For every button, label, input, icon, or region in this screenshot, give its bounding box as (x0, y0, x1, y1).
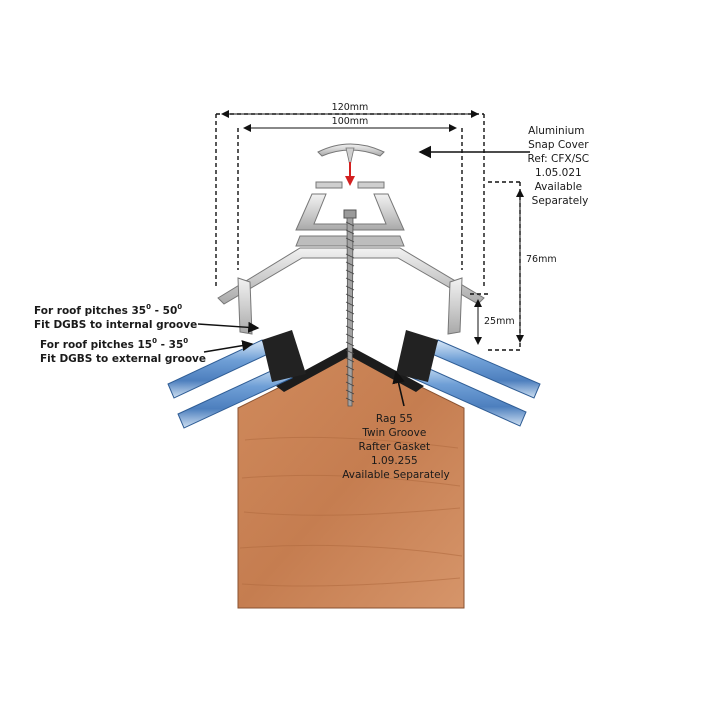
right-glazing (396, 330, 541, 427)
snap-cover-line: Aluminium (528, 125, 584, 137)
dim-25mm-label: 25mm (484, 316, 515, 327)
left-glazing (167, 330, 306, 429)
snap-cover-note: Aluminium Snap Cover Ref: CFX/SC 1.05.02… (528, 125, 593, 207)
dim-76mm-label: 76mm (526, 254, 557, 265)
pitch-upper-middle: - 50 (151, 305, 177, 317)
gasket-callout-arrow (392, 370, 405, 407)
snap-cover (317, 143, 385, 167)
pitch-upper-sup1: 0 (146, 303, 151, 311)
gasket-line: Rafter Gasket (359, 441, 431, 453)
snap-cover-line: Snap Cover (528, 139, 589, 151)
snap-cover-line: Ref: CFX/SC (528, 153, 590, 165)
gasket-line: Rag 55 (376, 413, 413, 425)
pitch-lower-prefix: For roof pitches 15 (40, 339, 152, 351)
fixing-screw (343, 209, 357, 407)
pitch-lower-sup2: 0 (183, 337, 188, 345)
dim-100mm-label: 100mm (332, 116, 369, 127)
dim-120mm-label: 120mm (332, 102, 369, 113)
pitch-upper-prefix: For roof pitches 35 (34, 305, 146, 317)
snap-cover-line: Available (535, 181, 583, 193)
gasket-line: 1.09.255 (371, 455, 418, 467)
pitch-note-upper: For roof pitches 350 - 500 Fit DGBS to i… (34, 300, 197, 331)
pitch-lower-sup1: 0 (152, 337, 157, 345)
pitch-lower-arrow (203, 340, 254, 353)
pitch-upper-line2: Fit DGBS to internal groove (34, 319, 197, 331)
pitch-upper-sup2: 0 (177, 303, 182, 311)
pitch-lower-line2: Fit DGBS to external groove (40, 353, 206, 365)
pitch-note-lower: For roof pitches 150 - 350 Fit DGBS to e… (40, 334, 206, 365)
gasket-line: Twin Groove (361, 427, 426, 439)
dim-76mm (488, 181, 524, 351)
red-arrow (345, 162, 355, 186)
timber-rafter (237, 351, 465, 609)
gasket-line: Available Separately (342, 469, 450, 481)
gasket-note: Rag 55 Twin Groove Rafter Gasket 1.09.25… (342, 413, 450, 481)
pitch-lower-middle: - 35 (157, 339, 183, 351)
dim-25mm (470, 293, 488, 345)
dim-120mm (215, 110, 485, 286)
snap-cover-line: 1.05.021 (535, 167, 582, 179)
snap-cover-line: Separately (532, 195, 589, 207)
pitch-upper-arrow (197, 321, 260, 333)
